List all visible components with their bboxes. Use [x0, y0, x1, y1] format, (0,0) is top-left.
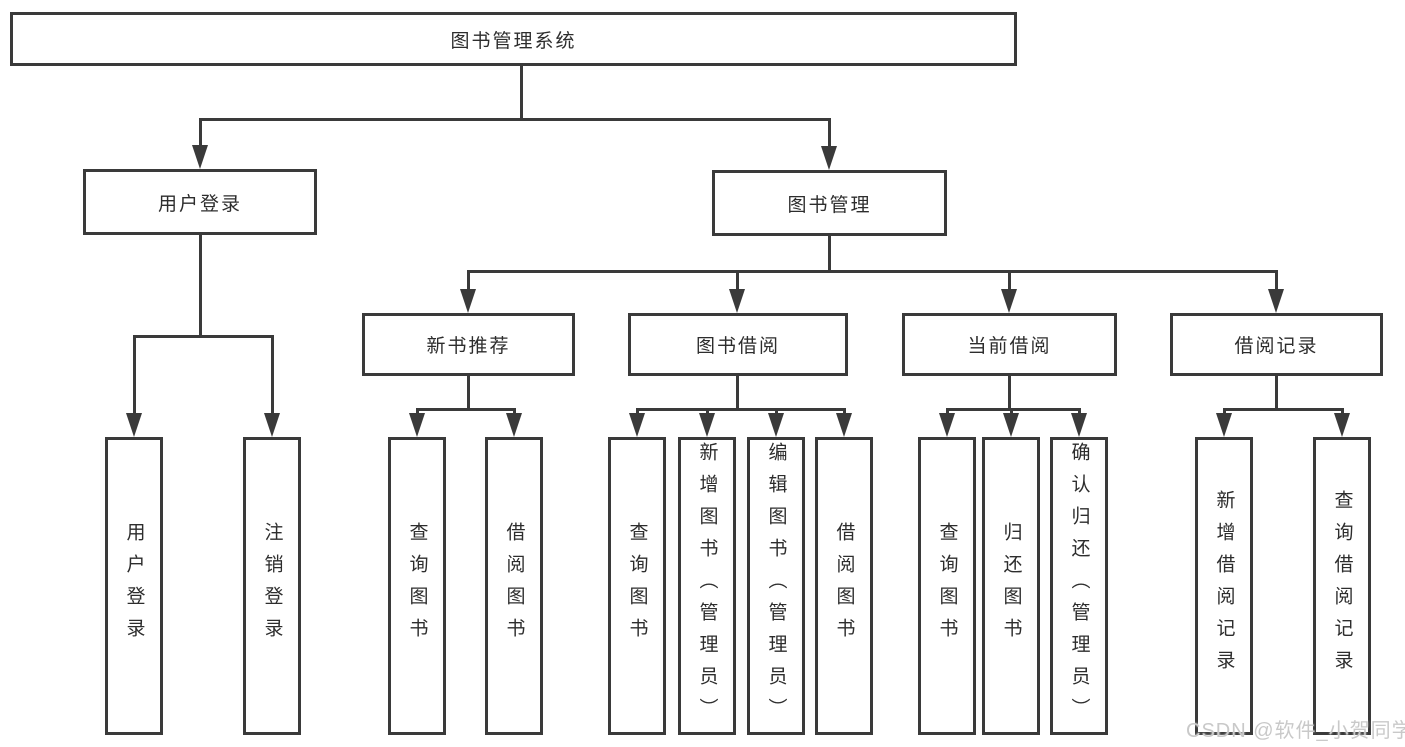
connector-line — [513, 408, 516, 413]
arrowhead-down-icon — [1001, 289, 1017, 313]
leaf-borrow-books-recommend: 借阅图书 — [485, 437, 543, 735]
connector-line — [467, 376, 470, 408]
connector-line — [1008, 376, 1011, 408]
connector-line — [271, 335, 274, 413]
leaf-query-books-borrowing: 查询图书 — [608, 437, 666, 735]
leaf-edit-book-admin: 编辑图书（管理员） — [747, 437, 805, 735]
node-label: 当前借阅 — [967, 336, 1052, 357]
connector-line — [1008, 270, 1011, 289]
arrowhead-down-icon — [192, 145, 208, 169]
connector-line — [946, 408, 1080, 411]
leaf-label: 归还图书 — [1000, 522, 1022, 650]
connector-line — [133, 335, 136, 413]
arrowhead-down-icon — [699, 413, 715, 437]
leaf-label: 查询借阅记录 — [1331, 490, 1353, 682]
connector-line — [1010, 408, 1013, 413]
arrowhead-down-icon — [1216, 413, 1232, 437]
connector-line — [467, 270, 1278, 273]
connector-line — [828, 236, 831, 270]
node-borrowing-records: 借阅记录 — [1170, 313, 1383, 376]
node-new-book-recommend: 新书推荐 — [362, 313, 575, 376]
connector-line — [199, 118, 831, 121]
connector-line — [133, 335, 273, 338]
leaf-label: 查询图书 — [626, 522, 648, 650]
arrowhead-down-icon — [768, 413, 784, 437]
leaf-label: 注销登录 — [261, 522, 283, 650]
leaf-user-login: 用户登录 — [105, 437, 163, 735]
leaf-label: 借阅图书 — [503, 522, 525, 650]
leaf-label: 新增图书（管理员） — [696, 442, 718, 730]
arrowhead-down-icon — [409, 413, 425, 437]
leaf-confirm-return-admin: 确认归还（管理员） — [1050, 437, 1108, 735]
connector-line — [828, 118, 831, 146]
arrowhead-down-icon — [460, 289, 476, 313]
leaf-add-borrow-record: 新增借阅记录 — [1195, 437, 1253, 735]
connector-line — [199, 235, 202, 335]
connector-line — [416, 408, 419, 413]
arrowhead-down-icon — [836, 413, 852, 437]
leaf-label: 编辑图书（管理员） — [765, 442, 787, 730]
node-book-borrowing: 图书借阅 — [628, 313, 848, 376]
arrowhead-down-icon — [629, 413, 645, 437]
arrowhead-down-icon — [1334, 413, 1350, 437]
connector-line — [843, 408, 846, 413]
connector-line — [775, 408, 778, 413]
connector-line — [706, 408, 709, 413]
connector-line — [520, 66, 523, 118]
node-root-library-system: 图书管理系统 — [10, 12, 1017, 66]
arrowhead-down-icon — [126, 413, 142, 437]
leaf-add-book-admin: 新增图书（管理员） — [678, 437, 736, 735]
node-book-management: 图书管理 — [712, 170, 947, 236]
connector-line — [636, 408, 639, 413]
leaf-borrow-books: 借阅图书 — [815, 437, 873, 735]
arrowhead-down-icon — [729, 289, 745, 313]
connector-line — [1341, 408, 1344, 413]
node-current-borrowing: 当前借阅 — [902, 313, 1117, 376]
connector-line — [199, 118, 202, 145]
node-label: 图书管理系统 — [450, 30, 577, 52]
leaf-return-books: 归还图书 — [982, 437, 1040, 735]
arrowhead-down-icon — [821, 146, 837, 170]
connector-line — [1275, 270, 1278, 289]
node-label: 图书管理 — [787, 194, 872, 216]
connector-line — [636, 408, 845, 411]
arrowhead-down-icon — [1268, 289, 1284, 313]
leaf-label: 借阅图书 — [833, 522, 855, 650]
connector-line — [1275, 376, 1278, 408]
leaf-label: 查询图书 — [936, 522, 958, 650]
leaf-label: 确认归还（管理员） — [1068, 442, 1090, 730]
leaf-label: 用户登录 — [123, 522, 145, 650]
connector-line — [1223, 408, 1226, 413]
leaf-query-books-recommend: 查询图书 — [388, 437, 446, 735]
connector-line — [736, 270, 739, 289]
csdn-watermark: CSDN @软件_小贺同学 — [1186, 720, 1405, 742]
node-user-login: 用户登录 — [83, 169, 317, 235]
connector-line — [1078, 408, 1081, 413]
connector-line — [1223, 408, 1343, 411]
node-label: 新书推荐 — [426, 336, 511, 357]
arrowhead-down-icon — [939, 413, 955, 437]
node-label: 借阅记录 — [1234, 336, 1319, 357]
leaf-label: 新增借阅记录 — [1213, 490, 1235, 682]
arrowhead-down-icon — [264, 413, 280, 437]
connector-line — [946, 408, 949, 413]
arrowhead-down-icon — [1071, 413, 1087, 437]
node-label: 用户登录 — [157, 193, 242, 215]
leaf-label: 查询图书 — [406, 522, 428, 650]
connector-line — [736, 376, 739, 408]
leaf-query-books-current: 查询图书 — [918, 437, 976, 735]
arrowhead-down-icon — [1003, 413, 1019, 437]
arrowhead-down-icon — [506, 413, 522, 437]
connector-line — [467, 270, 470, 289]
node-label: 图书借阅 — [695, 336, 780, 357]
leaf-query-borrow-record: 查询借阅记录 — [1313, 437, 1371, 735]
leaf-logout: 注销登录 — [243, 437, 301, 735]
connector-line — [416, 408, 516, 411]
